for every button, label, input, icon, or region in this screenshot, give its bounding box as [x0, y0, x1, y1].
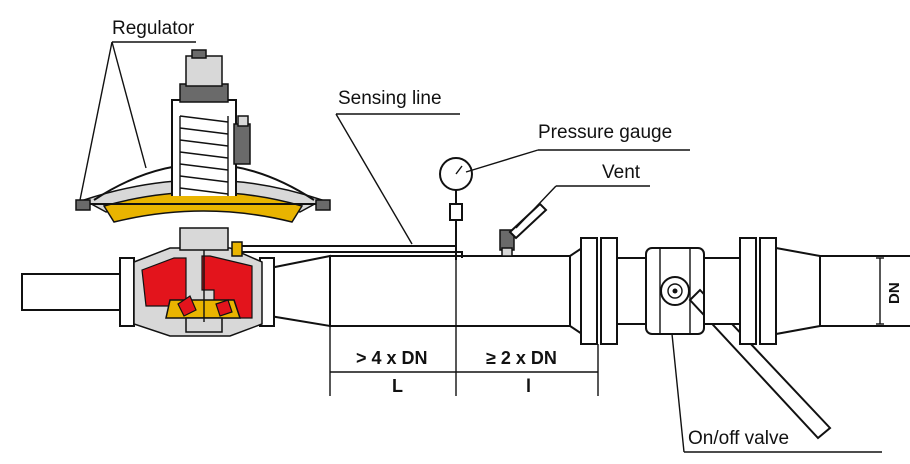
- vent-label: Vent: [602, 162, 641, 183]
- vent-valve: [499, 202, 548, 257]
- inlet-pipe: [21, 257, 135, 327]
- valve-flange-right: [703, 237, 910, 345]
- pressure-gauge-callout-leader: [465, 149, 690, 173]
- sensing-line-callout-leader: [335, 113, 460, 245]
- distance-dimension-lines: [329, 258, 599, 396]
- downstream-pipe: [329, 255, 571, 327]
- downstream-distance-symbol: l: [526, 376, 531, 396]
- pressure-gauge-assembly: [439, 157, 473, 252]
- on-off-valve-body: [645, 247, 705, 335]
- on-off-valve-handle: [688, 288, 832, 440]
- upstream-distance-rule: > 4 x DN: [356, 348, 428, 368]
- regulator-callout-leader: [79, 41, 196, 201]
- reducer-expander: [269, 254, 331, 328]
- sensing-line-label: Sensing line: [338, 88, 442, 109]
- regulator-spring-housing: [171, 49, 251, 196]
- pipe-size-dimension: [876, 257, 884, 325]
- downstream-distance-rule: ≥ 2 x DN: [486, 348, 557, 368]
- on-off-valve-callout-leader: [671, 333, 882, 453]
- regulator-valve-body: [133, 247, 275, 337]
- vent-callout-leader: [515, 185, 650, 229]
- on-off-valve-label: On/off valve: [688, 428, 789, 449]
- valve-flange-left: [569, 237, 648, 345]
- upstream-distance-symbol: L: [392, 376, 403, 396]
- pressure-gauge-label: Pressure gauge: [538, 122, 672, 143]
- regulator-label: Regulator: [112, 18, 195, 39]
- pipe-diameter-label: DN: [886, 282, 903, 304]
